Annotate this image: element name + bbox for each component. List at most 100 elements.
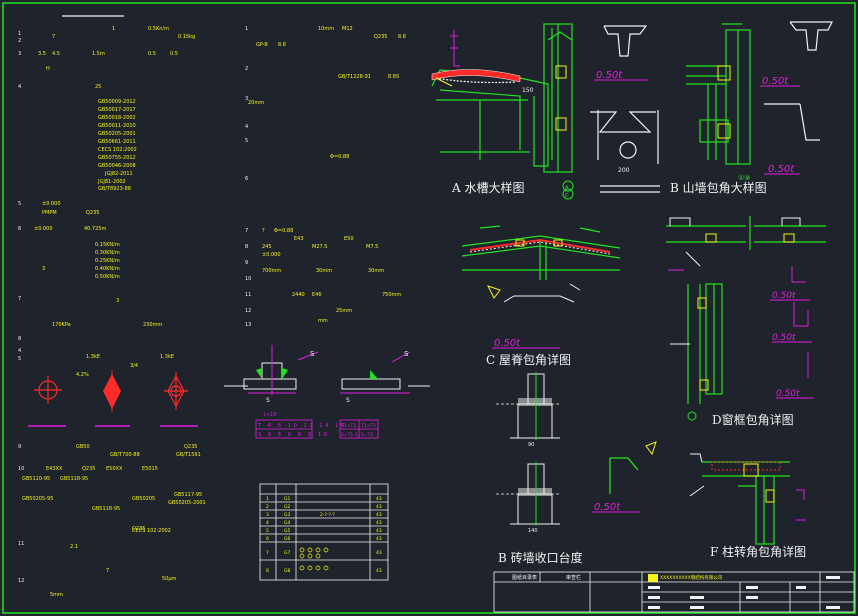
svg-text:±0.000: ±0.000 (262, 252, 281, 258)
svg-text:0.5: 0.5 (170, 51, 178, 57)
svg-text:GB/T1591: GB/T1591 (176, 452, 201, 458)
svg-text:S=T2: S=T2 (361, 432, 373, 438)
svg-text:图纸目录表: 图纸目录表 (512, 574, 537, 581)
svg-text:E43XX: E43XX (46, 466, 63, 472)
svg-text:GB50205-2001: GB50205-2001 (98, 131, 136, 137)
svg-text:①⑨: ①⑨ (738, 174, 751, 182)
svg-text:T1>T2: T1>T2 (360, 423, 376, 429)
svg-text:0.50t: 0.50t (762, 76, 789, 87)
svg-text:Q235: Q235 (184, 444, 197, 450)
axis-marker-a (562, 180, 574, 192)
svg-text:GB50205: GB50205 (132, 496, 155, 502)
svg-text:S: S (346, 397, 350, 404)
svg-text:GB50009-2012: GB50009-2012 (98, 99, 136, 105)
svg-text:10: 10 (245, 276, 251, 282)
svg-text:8: 8 (266, 568, 269, 574)
svg-text:6: 6 (245, 176, 248, 182)
svg-text:3: 3 (42, 266, 45, 272)
svg-text:T 6 8 10 12 14 16: T 6 8 10 12 14 16 (257, 423, 347, 429)
svg-text:2.1: 2.1 (70, 544, 78, 550)
svg-text:3.5: 3.5 (38, 51, 46, 57)
svg-text:PMPM: PMPM (42, 210, 57, 216)
svg-text:C: C (565, 193, 569, 199)
svg-text:4: 4 (18, 348, 21, 354)
svg-text:G6: G6 (284, 536, 290, 542)
svg-text:0.15KN/m: 0.15KN/m (95, 242, 120, 248)
svg-text:8: 8 (245, 244, 248, 250)
svg-text:Q235: Q235 (86, 210, 99, 216)
svg-text:5mm: 5mm (50, 592, 63, 598)
svg-text:6: 6 (18, 226, 21, 232)
svg-text:3: 3 (18, 51, 21, 57)
svg-text:G3: G3 (284, 512, 290, 518)
svg-text:43: 43 (376, 528, 382, 534)
axis-marker-d (687, 411, 697, 421)
svg-text:GB/T700-88: GB/T700-88 (110, 452, 140, 458)
svg-text:GB5118-95: GB5118-95 (60, 476, 88, 482)
svg-text:43: 43 (376, 568, 382, 574)
detail-c-ridge: 0.50t C 屋脊包角详图 (461, 225, 621, 367)
svg-text:200: 200 (618, 167, 630, 174)
svg-text:T1<T2: T1<T2 (340, 423, 356, 429)
svg-text:0.50t: 0.50t (594, 502, 621, 513)
svg-text:11: 11 (18, 541, 24, 547)
svg-text:E50: E50 (344, 236, 354, 242)
svg-text:3: 3 (266, 512, 269, 518)
caption-f: F 柱转角包角详图 (710, 544, 806, 559)
svg-text:11: 11 (245, 292, 251, 298)
design-notes-left: 1 2 3 4 5 6 7 8 9 10 11 12 1 7 0.5Kn/m 0… (18, 15, 195, 584)
svg-text:7: 7 (106, 568, 109, 574)
weld-detail: S S S S t<10 T 6 8 10 12 14 16 S 6 6 6 8… (224, 345, 430, 439)
svg-text:1: 1 (112, 26, 115, 32)
svg-text:2: 2 (266, 504, 269, 510)
svg-text:30mm: 30mm (368, 268, 384, 274)
crosshair-symbol-2 (164, 372, 188, 410)
svg-text:G5: G5 (284, 528, 290, 534)
caption-a: A 水槽大样图 (451, 180, 524, 195)
svg-text:5: 5 (18, 201, 21, 207)
svg-text:4: 4 (266, 520, 269, 526)
svg-text:43: 43 (376, 512, 382, 518)
svg-text:9: 9 (18, 444, 21, 450)
svg-text:GB50018-2002: GB50018-2002 (98, 115, 136, 121)
svg-text:25: 25 (95, 84, 101, 90)
svg-text:43: 43 (376, 520, 382, 526)
svg-text:M12: M12 (342, 26, 353, 32)
detail-d-window-frame: 0.50t 0.50t 0.50t D窗框包角详图 (666, 216, 826, 427)
component-schedule-table: 1 G1 43 2 G2 43 3 G3 2-?-?-? 43 4 G4 43 … (259, 483, 389, 581)
svg-text:13: 13 (245, 322, 251, 328)
svg-text:7: 7 (245, 228, 248, 234)
svg-text:?: ? (262, 228, 265, 234)
svg-text:S 6 6 6 8 8 10: S 6 6 6 8 8 10 (258, 432, 329, 438)
svg-text:1.3kE: 1.3kE (86, 354, 100, 360)
svg-text:0.5: 0.5 (148, 51, 156, 57)
svg-text:8.8: 8.8 (278, 42, 286, 48)
svg-text:3: 3 (245, 96, 248, 102)
svg-text:GB5110-95: GB5110-95 (22, 476, 50, 482)
svg-text:3: 3 (116, 298, 119, 304)
svg-text:7: 7 (266, 550, 269, 556)
svg-text:A: A (565, 185, 569, 191)
svg-text:25mm: 25mm (336, 308, 352, 314)
detail-b-gable-corner: 0.50t 0.50t ①⑨ B 山墙包角大样图 (670, 21, 833, 195)
svg-text:700mm: 700mm (262, 268, 281, 274)
svg-text:1: 1 (18, 31, 21, 37)
svg-text:G4: G4 (284, 520, 290, 526)
svg-text:0.50KN/m: 0.50KN/m (95, 274, 120, 280)
svg-text:GB50011-2010: GB50011-2010 (98, 123, 136, 129)
svg-text:JGJ81-2002: JGJ81-2002 (97, 179, 126, 185)
svg-text:0.5Kn/m: 0.5Kn/m (148, 26, 169, 32)
svg-text:8: 8 (18, 336, 21, 342)
svg-text:Φ=0.88: Φ=0.88 (330, 154, 349, 160)
svg-text:0.25KN/m: 0.25KN/m (95, 258, 120, 264)
svg-text:t<10: t<10 (264, 412, 277, 418)
svg-text:3/4: 3/4 (130, 363, 138, 369)
svg-text:GB/T8923-88: GB/T8923-88 (98, 186, 131, 192)
svg-text:Φ=0.88: Φ=0.88 (274, 228, 293, 234)
svg-text:S: S (310, 350, 315, 358)
svg-text:2440: 2440 (292, 292, 305, 298)
design-notes-middle: 1 2 3 4 5 6 7 8 9 10 11 12 13 10mm M12 Q… (245, 26, 406, 328)
svg-text:H: H (46, 66, 50, 72)
svg-text:5: 5 (245, 138, 248, 144)
svg-text:±0.000: ±0.000 (42, 201, 61, 207)
